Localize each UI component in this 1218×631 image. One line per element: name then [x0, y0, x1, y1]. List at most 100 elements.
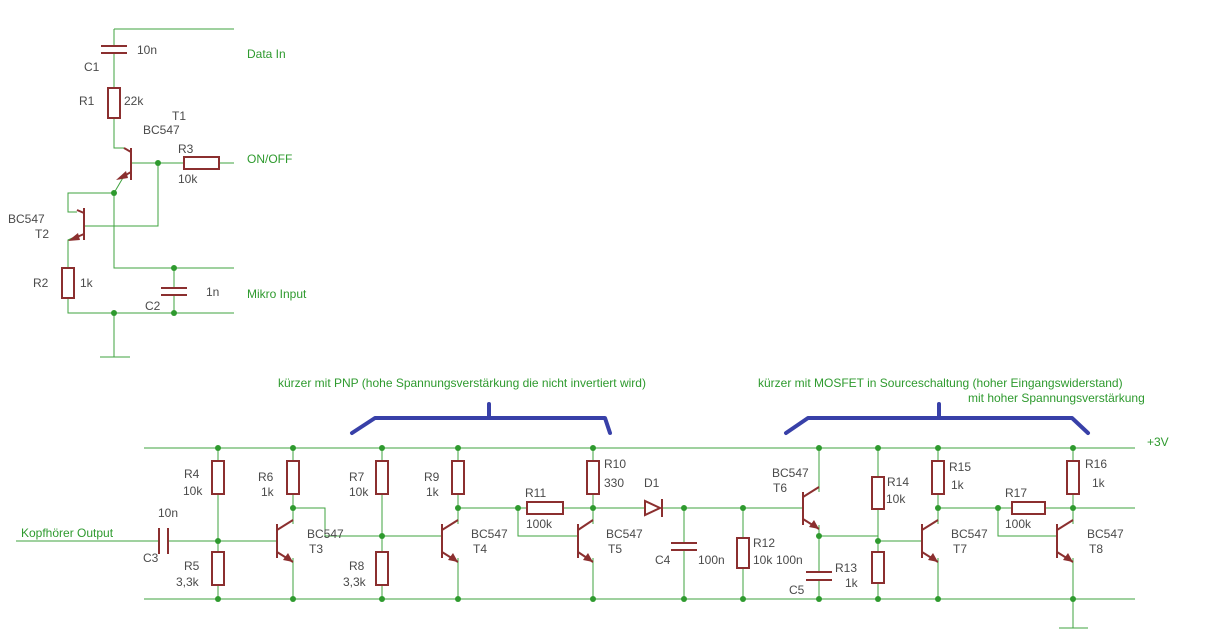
r8-name: R8 [349, 559, 365, 573]
resistor-r13: R13 1k [835, 551, 885, 590]
net-label-mikro-input: Mikro Input [247, 287, 307, 301]
r1-value: 22k [124, 94, 144, 108]
t1-value: BC547 [143, 123, 180, 137]
c5-value: 100n [776, 553, 803, 567]
c5-name: C5 [789, 583, 805, 597]
r11-value: 100k [526, 517, 553, 531]
c2-value: 1n [206, 285, 219, 299]
r12-name: R12 [753, 536, 775, 550]
net-label-kopfhoerer-output: Kopfhörer Output [21, 526, 114, 540]
transistor-t5: BC547 T5 [577, 519, 643, 563]
r3-name: R3 [178, 142, 194, 156]
c3-name: C3 [143, 551, 159, 565]
diode-d1: D1 [644, 476, 663, 517]
r13-value: 1k [845, 576, 859, 590]
resistor-r11: R11 100k [525, 486, 564, 531]
resistor-r5: R5 3,3k [176, 551, 225, 589]
net-label-on-off: ON/OFF [247, 152, 292, 166]
upper-circuit: C1 10n R1 22k T1 BC547 R3 10k [8, 28, 307, 358]
resistor-r16: R16 1k [1066, 457, 1107, 495]
note-mosfet-line2: mit hoher Spannungsverstärkung [968, 391, 1145, 405]
r9-value: 1k [426, 485, 440, 499]
resistor-r4: R4 10k [183, 460, 225, 498]
net-label-vcc: +3V [1147, 435, 1169, 449]
r17-value: 100k [1005, 517, 1032, 531]
resistor-r17: R17 100k [1005, 486, 1046, 531]
r16-name: R16 [1085, 457, 1107, 471]
r16-value: 1k [1092, 476, 1106, 490]
r7-name: R7 [349, 470, 365, 484]
c3-value: 10n [158, 506, 178, 520]
transistor-t6: BC547 T6 [772, 466, 820, 530]
c1-name: C1 [84, 60, 100, 74]
note-pnp: kürzer mit PNP (hohe Spannungsverstärkun… [278, 376, 646, 390]
t1-name: T1 [172, 109, 186, 123]
resistor-r3: R3 10k [178, 142, 220, 186]
t6-name: T6 [773, 481, 787, 495]
r11-name: R11 [525, 486, 546, 500]
resistor-r1: R1 22k [79, 87, 144, 119]
t7-name: T7 [953, 542, 967, 556]
transistor-t3: BC547 T3 [276, 519, 344, 563]
d1-name: D1 [644, 476, 660, 490]
r4-name: R4 [184, 467, 200, 481]
r7-value: 10k [349, 485, 369, 499]
t8-value: BC547 [1087, 527, 1124, 541]
t8-name: T8 [1089, 542, 1103, 556]
brace-mosfet [784, 402, 1090, 435]
resistor-r14: R14 10k [871, 475, 909, 510]
r14-value: 10k [886, 492, 906, 506]
r5-name: R5 [184, 559, 200, 573]
t2-value: BC547 [8, 212, 45, 226]
upper-junctions [111, 160, 177, 316]
r13-name: R13 [835, 561, 857, 575]
r9-name: R9 [424, 470, 440, 484]
annotations: kürzer mit PNP (hohe Spannungsverstärkun… [278, 376, 1145, 435]
capacitor-c3: 10n C3 [143, 506, 178, 565]
t3-value: BC547 [307, 527, 344, 541]
r2-value: 1k [80, 276, 94, 290]
resistor-r8: R8 3,3k [343, 551, 389, 589]
capacitor-c4: C4 100n [655, 542, 725, 567]
t4-name: T4 [473, 542, 487, 556]
resistor-r10: R10 330 [586, 457, 626, 495]
resistor-r12: R12 10k [736, 536, 775, 569]
transistor-t7: BC547 T7 [921, 519, 988, 563]
r1-name: R1 [79, 94, 95, 108]
r14-name: R14 [887, 475, 909, 489]
c2-name: C2 [145, 299, 161, 313]
t6-value: BC547 [772, 466, 809, 480]
lower-circuit: 10n C3 R4 10k R5 3,3k R6 1k BC547 T3 [16, 435, 1169, 629]
capacitor-c5: 100n C5 [776, 553, 832, 597]
r2-name: R2 [33, 276, 49, 290]
t5-name: T5 [608, 542, 622, 556]
t3-name: T3 [309, 542, 323, 556]
r10-name: R10 [604, 457, 626, 471]
net-label-data-in: Data In [247, 47, 286, 61]
transistor-t2: BC547 T2 [8, 208, 85, 241]
note-mosfet-line1: kürzer mit MOSFET in Sourceschaltung (ho… [758, 376, 1123, 390]
t2-name: T2 [35, 227, 49, 241]
resistor-r15: R15 1k [931, 460, 971, 495]
brace-pnp [350, 402, 612, 435]
capacitor-c2: C2 1n [145, 285, 219, 313]
t7-value: BC547 [951, 527, 988, 541]
r3-value: 10k [178, 172, 198, 186]
r6-value: 1k [261, 485, 275, 499]
lower-junctions [215, 445, 1076, 602]
r17-name: R17 [1005, 486, 1027, 500]
resistor-r2: R2 1k [33, 267, 94, 299]
transistor-t4: BC547 T4 [441, 519, 508, 563]
r6-name: R6 [258, 470, 274, 484]
capacitor-c1: C1 10n [84, 43, 157, 74]
transistor-t1: T1 BC547 [116, 109, 186, 180]
r4-value: 10k [183, 484, 203, 498]
resistor-r7: R7 10k [349, 460, 389, 499]
resistor-r9: R9 1k [424, 460, 465, 499]
c1-value: 10n [137, 43, 157, 57]
resistor-r6: R6 1k [258, 460, 300, 499]
t5-value: BC547 [606, 527, 643, 541]
r12-value: 10k [753, 553, 773, 567]
r10-value: 330 [604, 476, 624, 490]
